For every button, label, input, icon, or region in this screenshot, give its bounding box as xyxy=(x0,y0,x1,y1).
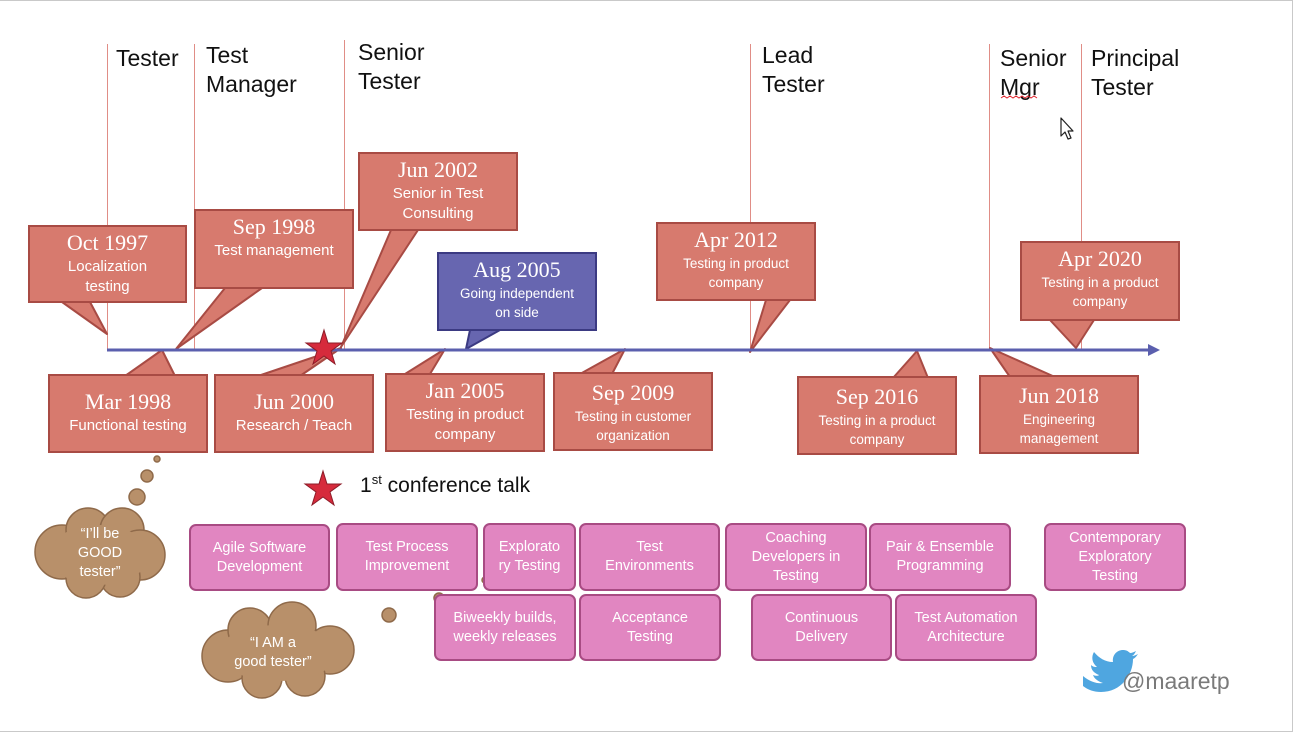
role-title-senior-mgr: Senior Mgr xyxy=(1000,45,1067,100)
event-date: Jun 2018 xyxy=(1018,383,1100,408)
pointer-aug-2005 xyxy=(465,329,501,350)
pointer-jun-2018 xyxy=(989,347,1056,378)
skill-test-automation-architecture: Test Automation Architecture xyxy=(895,594,1037,661)
role-divider-lead-tester xyxy=(750,44,751,350)
role-divider-tester xyxy=(107,44,108,350)
skill-biweekly-builds: Biweekly builds, weekly releases xyxy=(434,594,576,661)
event-description: Engineering management xyxy=(1019,412,1099,446)
event-date: Sep 2016 xyxy=(835,384,919,409)
skill-exploratory-testing: Explorato ry Testing xyxy=(483,523,576,591)
event-description: Functional testing xyxy=(69,417,187,434)
event-date: Jun 2000 xyxy=(253,389,335,414)
role-divider-senior-tester xyxy=(344,40,345,350)
pointer-apr-2020 xyxy=(1049,319,1095,349)
spellcheck-squiggle xyxy=(1000,95,1038,99)
skill-continuous-delivery: Continuous Delivery xyxy=(751,594,892,661)
star-icon xyxy=(303,469,343,507)
event-description: Testing in a product company xyxy=(1041,275,1159,309)
event-description: Testing in a product company xyxy=(818,413,936,447)
legend-ordinal-suffix: st xyxy=(371,472,382,487)
role-divider-senior-mgr xyxy=(989,44,990,350)
callout-aug-2005: Aug 2005 Going independent on side xyxy=(437,252,597,331)
role-title-tester: Tester xyxy=(116,45,179,71)
callout-jan-2005: Jan 2005 Testing in product company xyxy=(385,373,545,452)
role-title-principal-tester: Principal Tester xyxy=(1091,45,1180,100)
star-icon xyxy=(304,328,344,366)
legend-ordinal: 1 xyxy=(360,474,372,497)
thought-trail-dot xyxy=(153,455,161,463)
skill-test-environments: Test Environments xyxy=(579,523,720,591)
thought-trail-dot xyxy=(140,469,154,483)
callout-sep-1998: Sep 1998 Test management xyxy=(194,209,354,289)
skill-coaching-developers: Coaching Developers in Testing xyxy=(725,523,867,591)
twitter-bird-icon xyxy=(1083,650,1138,692)
thought-text-i-am-good-tester: “I AM a good tester” xyxy=(234,635,312,670)
pointer-mar-1998 xyxy=(124,349,176,377)
legend-label: conference talk xyxy=(381,474,531,497)
skill-acceptance-testing: Acceptance Testing xyxy=(579,594,721,661)
thought-trail-dot xyxy=(128,488,146,506)
slide-top-border xyxy=(0,0,1293,1)
thought-text-good-tester: “I’ll be GOOD tester” xyxy=(77,526,123,580)
pointer-apr-2012 xyxy=(749,299,791,353)
callout-jun-2000: Jun 2000 Research / Teach xyxy=(214,374,374,453)
role-title-test-manager: Test Manager xyxy=(206,42,297,97)
event-description: Research / Teach xyxy=(235,417,353,434)
event-date: Jun 2002 xyxy=(397,157,479,182)
callout-jun-2002: Jun 2002 Senior in Test Consulting xyxy=(358,152,518,231)
callout-apr-2012: Apr 2012 Testing in product company xyxy=(656,222,816,301)
mouse-cursor-icon xyxy=(1060,117,1074,140)
pointer-sep-2016 xyxy=(892,350,929,379)
timeline-arrowhead xyxy=(1148,344,1160,356)
twitter-handle: @maaretp xyxy=(1122,668,1230,694)
event-description: Testing in product company xyxy=(406,406,524,443)
skill-agile-software-development: Agile Software Development xyxy=(189,524,330,591)
pointer-sep-1998 xyxy=(175,287,263,350)
pointer-sep-2009 xyxy=(579,348,626,375)
role-divider-principal-tester xyxy=(1081,44,1082,350)
thought-trail-dot xyxy=(381,607,397,623)
event-date: Sep 2009 xyxy=(591,380,675,405)
pointer-jan-2005 xyxy=(404,348,446,375)
event-date: Jan 2005 xyxy=(425,378,505,403)
event-description: Senior in Test Consulting xyxy=(392,185,484,222)
event-description: Testing in customer organization xyxy=(574,409,692,443)
event-description: Localization testing xyxy=(67,258,148,295)
role-title-lead-tester: Lead Tester xyxy=(762,42,825,97)
event-description: Test management xyxy=(214,242,334,259)
callout-mar-1998: Mar 1998 Functional testing xyxy=(48,374,208,453)
skill-pair-ensemble-programming: Pair & Ensemble Programming xyxy=(869,523,1011,591)
callout-apr-2020: Apr 2020 Testing in a product company xyxy=(1020,241,1180,321)
pointer-oct-1997 xyxy=(61,301,108,335)
skill-contemporary-exploratory-testing: Contemporary Exploratory Testing xyxy=(1044,523,1186,591)
role-divider-test-manager xyxy=(194,44,195,350)
event-date: Sep 1998 xyxy=(232,214,316,239)
callout-sep-2016: Sep 2016 Testing in a product company xyxy=(797,376,957,455)
event-date: Apr 2020 xyxy=(1058,246,1142,271)
event-description: Going independent on side xyxy=(459,286,575,320)
event-date: Apr 2012 xyxy=(694,227,778,252)
legend-conference-talk: 1st conference talk xyxy=(360,472,530,498)
event-date: Mar 1998 xyxy=(84,389,172,414)
role-title-senior-tester: Senior Tester xyxy=(358,39,425,94)
callout-jun-2018: Jun 2018 Engineering management xyxy=(979,375,1139,454)
event-date: Aug 2005 xyxy=(473,257,561,282)
callout-sep-2009: Sep 2009 Testing in customer organizatio… xyxy=(553,372,713,451)
skill-test-process-improvement: Test Process Improvement xyxy=(336,523,478,591)
callout-oct-1997: Oct 1997 Localization testing xyxy=(28,225,187,303)
event-date: Oct 1997 xyxy=(66,230,149,255)
event-description: Testing in product company xyxy=(683,256,789,290)
